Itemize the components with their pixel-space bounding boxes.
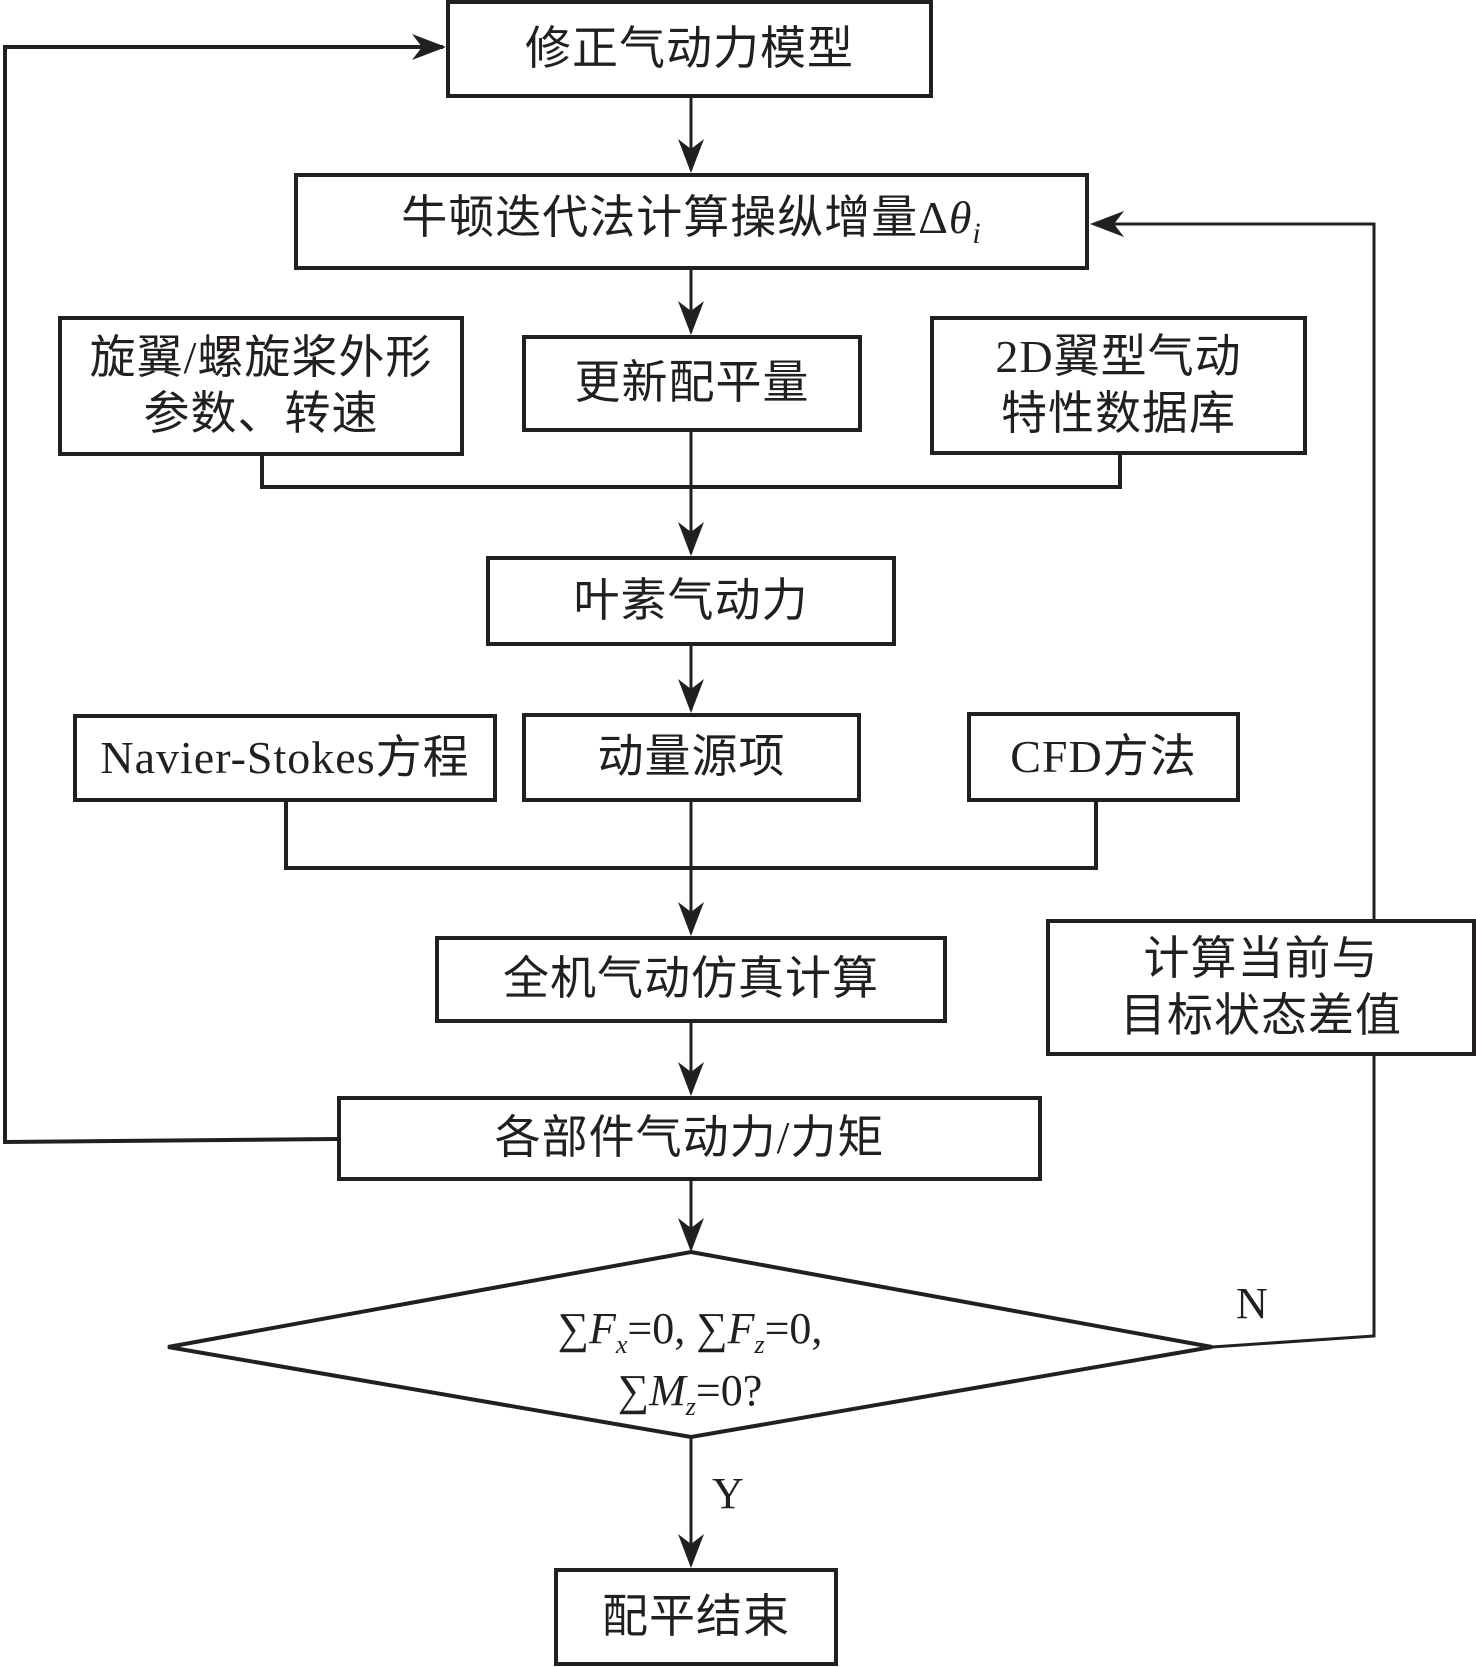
arrow-into-blade-element xyxy=(678,522,704,556)
delta-symbol: Δ xyxy=(918,192,949,244)
arrow-into-momentum-source xyxy=(678,679,704,713)
edge-feedback-to-modify xyxy=(2,45,443,1145)
edge-label-no: N xyxy=(1236,1279,1268,1328)
node-full-aircraft-simulation: 全机气动仿真计算 xyxy=(435,936,947,1023)
node-label: Navier-Stokes方程 xyxy=(100,731,470,783)
newton-text: 牛顿迭代法计算操纵增量 xyxy=(401,192,919,244)
node-cfd-method: CFD方法 xyxy=(967,712,1240,802)
arrow-into-modify-model xyxy=(412,34,446,60)
node-label: 动量源项 xyxy=(597,731,786,783)
node-label-line-2: 参数、转速 xyxy=(143,388,379,439)
node-label: CFD方法 xyxy=(1010,730,1197,782)
arrow-into-full-sim xyxy=(678,902,704,936)
node-update-trim: 更新配平量 xyxy=(522,335,862,432)
arrow-into-trim-end xyxy=(678,1534,704,1568)
node-momentum-source: 动量源项 xyxy=(522,713,861,802)
node-airfoil-database: 2D翼型气动 特性数据库 xyxy=(930,316,1307,455)
node-newton-iteration: 牛顿迭代法计算操纵增量Δθi xyxy=(294,173,1089,270)
arrow-into-newton-right xyxy=(1090,211,1124,237)
node-label-line-1: 2D翼型气动 xyxy=(995,331,1242,383)
eq-zero: =0, xyxy=(627,1304,697,1353)
node-label: 各部件气动力/力矩 xyxy=(494,1112,885,1164)
edge-ns-cfd-bus xyxy=(284,802,1098,870)
node-label-line-2: 特性数据库 xyxy=(1001,387,1236,439)
sum-symbol: ∑ xyxy=(696,1304,728,1353)
node-navier-stokes: Navier-Stokes方程 xyxy=(73,714,497,802)
node-modify-aero-model: 修正气动力模型 xyxy=(446,0,933,98)
var-F: F xyxy=(588,1304,616,1353)
sub-z: z xyxy=(754,1329,765,1359)
sub-z: z xyxy=(685,1391,696,1421)
decision-line-1: ∑Fx=0, ∑Fz=0, xyxy=(430,1300,950,1362)
node-component-forces: 各部件气动力/力矩 xyxy=(337,1096,1042,1181)
edge-decision-no xyxy=(1211,1056,1376,1349)
node-blade-element: 叶素气动力 xyxy=(486,556,896,646)
sum-symbol: ∑ xyxy=(557,1304,589,1353)
node-trim-end: 配平结束 xyxy=(554,1568,838,1666)
edge-label-yes: Y xyxy=(712,1469,744,1518)
node-label: 修正气动力模型 xyxy=(525,22,854,74)
node-label: 更新配平量 xyxy=(574,357,810,409)
theta-symbol: θ xyxy=(948,192,973,244)
decision-diamond xyxy=(167,1249,1213,1440)
node-label-line-2: 目标状态差值 xyxy=(1120,989,1402,1041)
eq-zero-question: =0? xyxy=(695,1365,763,1415)
edge-rotor-to-bus xyxy=(260,455,1122,489)
node-label: 全机气动仿真计算 xyxy=(503,953,879,1005)
node-label: 叶素气动力 xyxy=(573,574,809,626)
decision-line-2: ∑Mz=0? xyxy=(430,1362,950,1424)
node-label: 配平结束 xyxy=(602,1590,790,1642)
var-F: F xyxy=(727,1304,755,1353)
subscript-i: i xyxy=(972,217,982,251)
arrow-into-newton xyxy=(678,139,704,173)
decision-condition: ∑Fx=0, ∑Fz=0, ∑Mz=0? xyxy=(430,1300,950,1423)
eq-zero: =0, xyxy=(764,1304,823,1353)
node-rotor-params: 旋翼/螺旋桨外形 参数、转速 xyxy=(58,316,464,456)
arrow-into-component-forces xyxy=(678,1062,704,1096)
arrow-into-decision xyxy=(678,1218,704,1252)
node-label: 牛顿迭代法计算操纵增量Δθi xyxy=(401,190,982,253)
edge-diff-to-newton xyxy=(1094,222,1376,919)
sub-x: x xyxy=(615,1329,628,1359)
var-M: M xyxy=(649,1365,686,1415)
arrow-into-update-trim xyxy=(678,301,704,335)
node-label-line-1: 旋翼/螺旋桨外形 xyxy=(89,331,433,383)
node-difference-calc: 计算当前与 目标状态差值 xyxy=(1046,919,1476,1056)
sum-symbol: ∑ xyxy=(617,1365,650,1415)
node-label-line-1: 计算当前与 xyxy=(1143,933,1379,985)
